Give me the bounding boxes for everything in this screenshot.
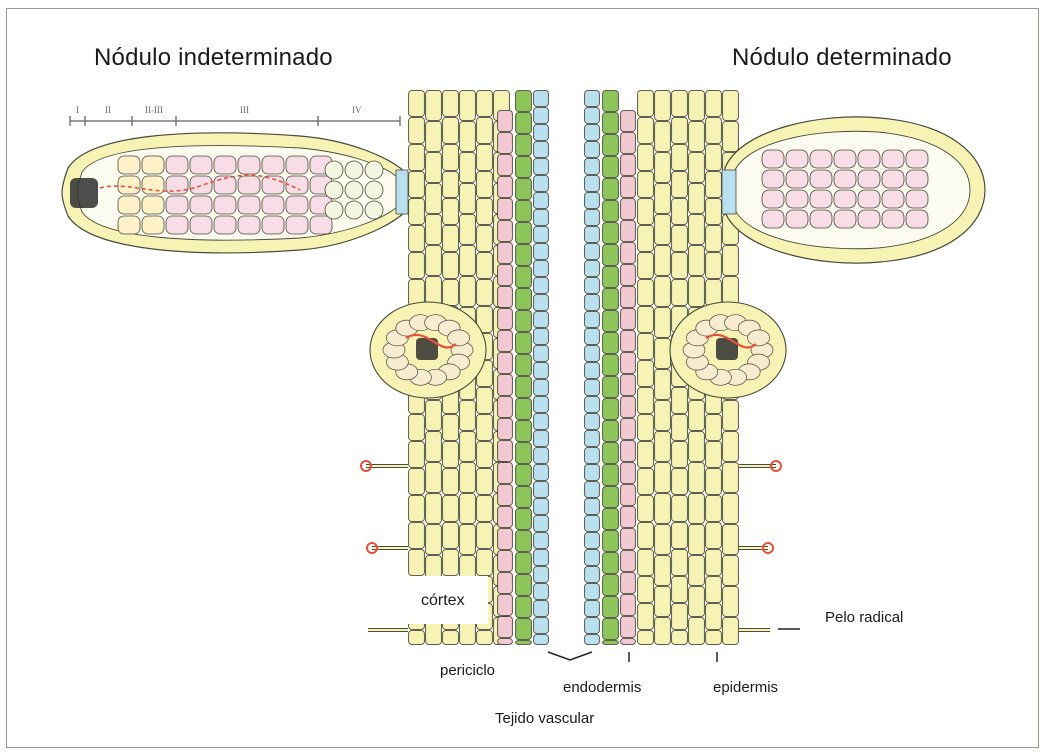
left-vascular-column	[534, 91, 549, 645]
left-pericycle-column	[498, 111, 513, 645]
left-nodule-primordium	[370, 302, 486, 398]
zone-label: III	[240, 105, 249, 115]
left-root-hair	[367, 543, 408, 553]
right-vascular-column	[585, 91, 600, 645]
indeterminate-nodule	[62, 133, 408, 253]
zone-label: IV	[352, 105, 362, 115]
label-cortex: córtex	[421, 592, 465, 610]
zone-label: I	[76, 105, 79, 115]
label-vascular-tissue: Tejido vascular	[495, 710, 594, 727]
right-pericycle-column	[621, 111, 636, 645]
determinate-nodule	[722, 117, 985, 263]
left-root-hair	[361, 461, 408, 471]
label-epidermis: epidermis	[713, 679, 778, 696]
zone-label: II	[105, 105, 111, 115]
zone-label: II-III	[145, 105, 163, 115]
right-cortex-column	[638, 91, 654, 645]
vascular-bracket	[548, 652, 592, 660]
right-cortex-column	[655, 91, 671, 645]
left-endodermis-column	[516, 91, 532, 645]
label-root-hair: Pelo radical	[825, 609, 903, 626]
right-root-hair	[739, 543, 773, 553]
right-endodermis-column	[603, 91, 619, 645]
right-nodule-primordium	[670, 302, 786, 398]
label-endodermis: endodermis	[563, 679, 641, 696]
right-root-hair	[739, 461, 781, 471]
label-pericycle: periciclo	[440, 662, 495, 679]
